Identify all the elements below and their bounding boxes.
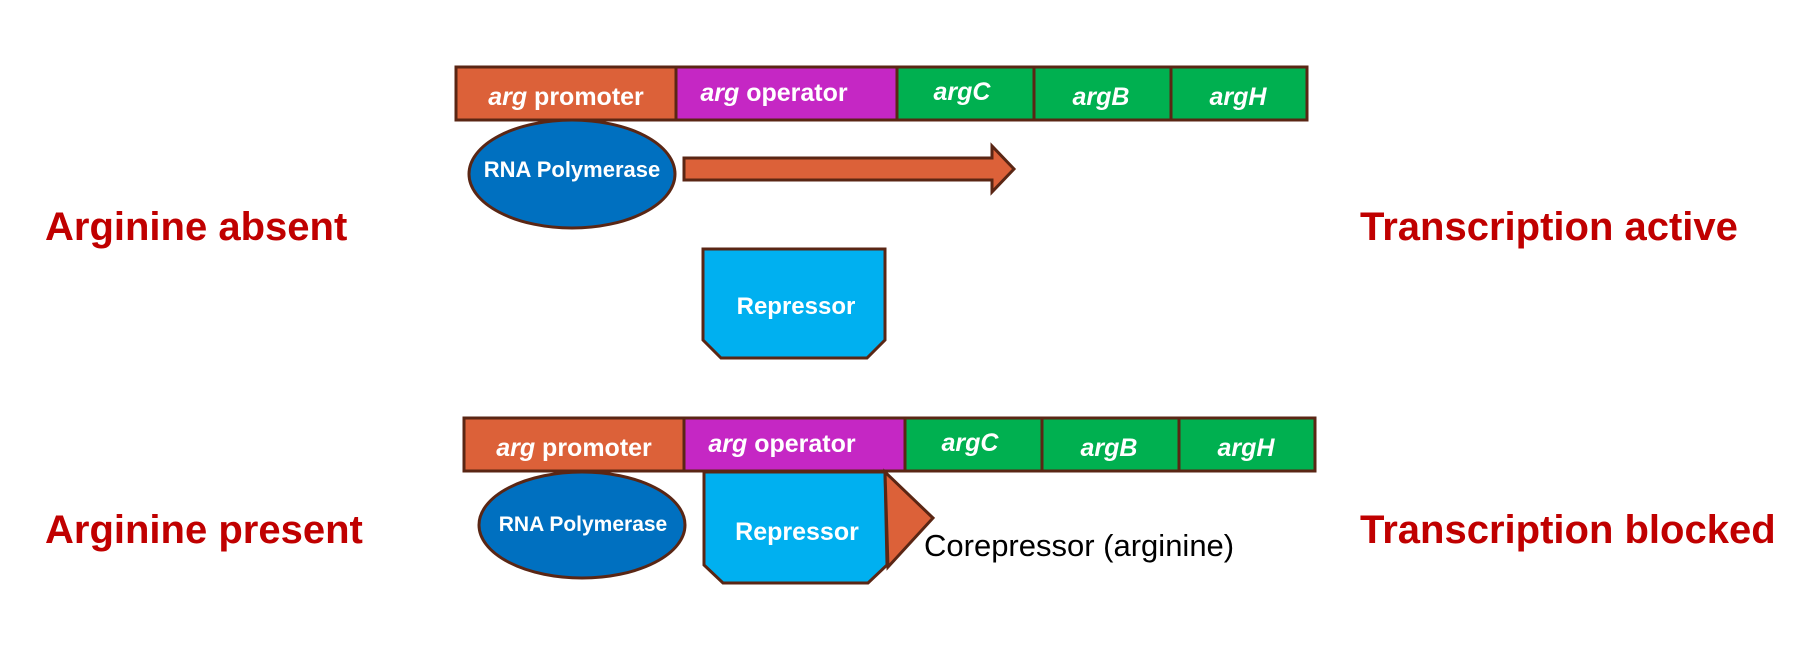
repressor-label: Repressor: [735, 518, 859, 546]
gene-label: argC: [942, 429, 1000, 457]
condition-label: Arginine present: [45, 508, 363, 552]
panel-arginine-absent: Arginine absent Transcription active arg…: [45, 65, 1738, 360]
segment-gene-argC: argC: [895, 65, 1036, 122]
dna-operon-bar: arg promoter arg operator argC argB argH: [454, 65, 1309, 122]
promoter-label: arg promoter: [488, 83, 644, 111]
segment-gene-argC: argC: [903, 416, 1044, 473]
operator-label: arg operator: [700, 79, 848, 107]
rna-polymerase-label: RNA Polymerase: [484, 157, 660, 182]
repressor-shape: [701, 247, 887, 360]
segment-promoter: arg promoter: [462, 416, 686, 473]
promoter-label: arg promoter: [496, 434, 652, 462]
gene-label: argC: [934, 78, 992, 106]
segment-operator: arg operator: [674, 65, 899, 122]
rna-polymerase-label: RNA Polymerase: [499, 513, 667, 536]
promoter-box: [462, 416, 686, 473]
gene-box: [1177, 416, 1317, 473]
operator-box: [682, 416, 907, 473]
rna-polymerase-shape: [477, 470, 687, 580]
segment-gene-argB: argB: [1040, 416, 1181, 473]
segment-gene-argB: argB: [1032, 65, 1173, 122]
rna-polymerase: RNA Polymerase: [467, 118, 677, 230]
segment-operator: arg operator: [682, 416, 907, 473]
operator-label: arg operator: [708, 430, 856, 458]
condition-label: Arginine absent: [45, 205, 347, 249]
segment-gene-argH: argH: [1169, 65, 1309, 122]
gene-label: argB: [1081, 434, 1138, 462]
dna-operon-bar: arg promoter arg operator argC argB argH: [462, 416, 1317, 473]
repressor-bound: Repressor: [702, 470, 889, 585]
gene-label: argH: [1218, 434, 1276, 462]
transcription-arrow-icon: [682, 142, 1017, 196]
repressor-label: Repressor: [737, 293, 856, 320]
gene-box: [903, 416, 1044, 473]
gene-box: [1040, 416, 1181, 473]
corepressor-label: Corepressor (arginine): [924, 528, 1234, 563]
segment-promoter: arg promoter: [454, 65, 678, 122]
operator-box: [674, 65, 899, 122]
gene-label: argH: [1210, 83, 1268, 111]
panel-arginine-present: Arginine present Transcription blocked a…: [45, 416, 1776, 585]
corepressor-triangle-icon: [883, 468, 936, 571]
gene-box: [1169, 65, 1309, 122]
outcome-label: Transcription active: [1360, 205, 1738, 249]
outcome-label: Transcription blocked: [1360, 508, 1776, 552]
gene-label: argB: [1073, 83, 1130, 111]
repressor-free: Repressor: [701, 247, 887, 360]
promoter-box: [454, 65, 678, 122]
rna-polymerase-shape: [467, 118, 677, 230]
corepressor: Corepressor (arginine): [883, 468, 1234, 571]
rna-polymerase: RNA Polymerase: [477, 470, 687, 580]
gene-box: [895, 65, 1036, 122]
segment-gene-argH: argH: [1177, 416, 1317, 473]
